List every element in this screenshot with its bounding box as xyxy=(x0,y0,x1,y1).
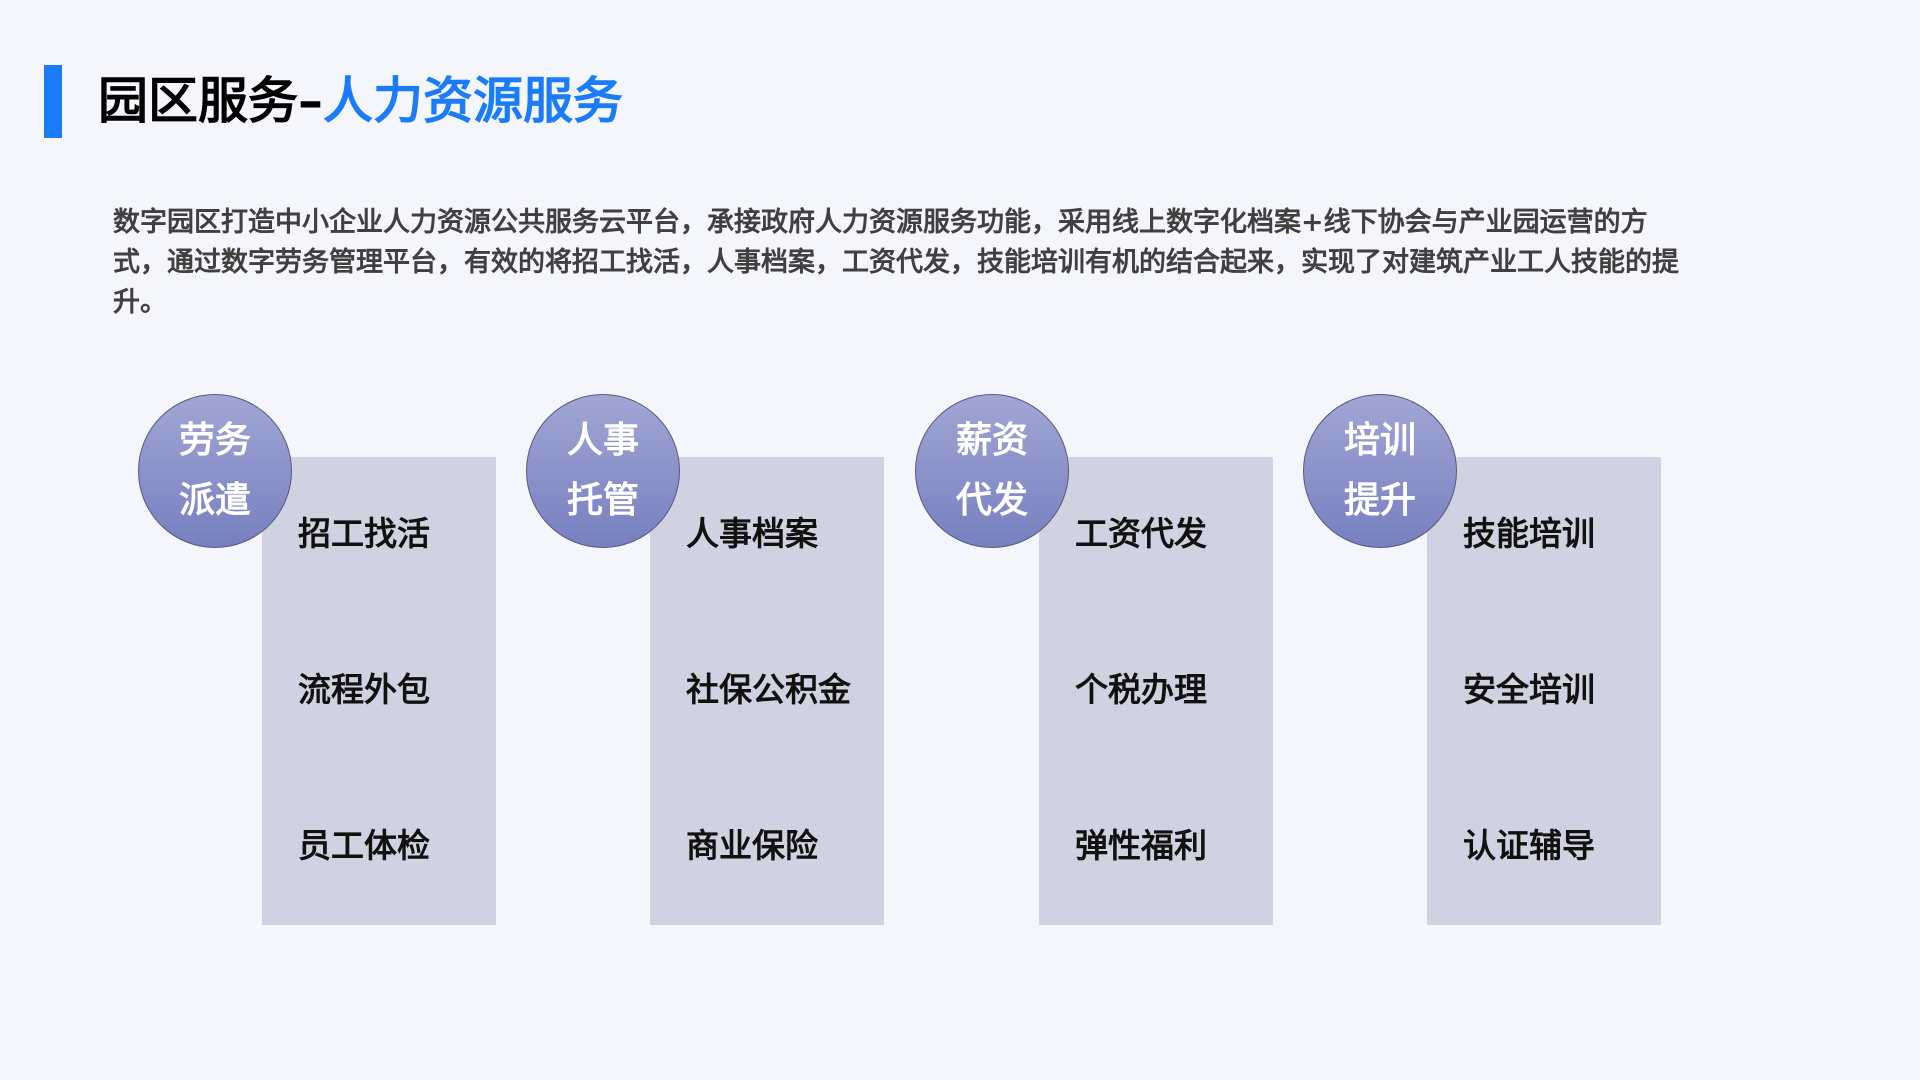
service-column-payroll: 工资代发 个税办理 弹性福利 薪资代发 xyxy=(915,394,1273,934)
intro-paragraph: 数字园区打造中小企业人力资源公共服务云平台，承接政府人力资源服务功能，采用线上数… xyxy=(113,207,1679,318)
service-item: 弹性福利 xyxy=(1075,826,1207,865)
circle-label: 派遣 xyxy=(178,480,251,521)
service-panel: 人事档案 社保公积金 商业保险 xyxy=(650,457,884,925)
service-item: 认证辅导 xyxy=(1463,826,1595,865)
service-column-training: 技能培训 安全培训 认证辅导 培训提升 xyxy=(1303,394,1661,934)
circle-label: 托管 xyxy=(566,480,639,521)
service-item: 流程外包 xyxy=(298,670,430,709)
service-item: 员工体检 xyxy=(298,826,430,865)
service-item: 个税办理 xyxy=(1075,670,1207,709)
circle-label: 人事 xyxy=(566,420,639,461)
title-accent-bar xyxy=(44,65,62,138)
title-highlight: 人力资源服务 xyxy=(323,72,623,130)
category-circle: 劳务派遣 xyxy=(138,394,292,548)
service-item: 工资代发 xyxy=(1075,514,1207,553)
category-circle: 人事托管 xyxy=(526,394,680,548)
service-item: 安全培训 xyxy=(1463,670,1595,709)
service-panel: 技能培训 安全培训 认证辅导 xyxy=(1427,457,1661,925)
title-prefix: 园区服务– xyxy=(98,72,323,130)
service-column-labor: 招工找活 流程外包 员工体检 劳务派遣 xyxy=(138,394,496,934)
category-circle: 培训提升 xyxy=(1303,394,1457,548)
service-item: 商业保险 xyxy=(686,826,818,865)
circle-label: 提升 xyxy=(1343,480,1416,521)
circle-label: 培训 xyxy=(1343,420,1416,461)
circle-label: 薪资 xyxy=(955,420,1028,461)
service-item: 社保公积金 xyxy=(686,670,851,709)
circle-label: 劳务 xyxy=(178,420,251,461)
page-title: 园区服务–人力资源服务 xyxy=(98,66,623,136)
service-item: 招工找活 xyxy=(298,514,430,553)
service-panel: 招工找活 流程外包 员工体检 xyxy=(262,457,496,925)
service-column-personnel: 人事档案 社保公积金 商业保险 人事托管 xyxy=(526,394,884,934)
circle-label: 代发 xyxy=(955,480,1028,521)
category-circle: 薪资代发 xyxy=(915,394,1069,548)
service-panel: 工资代发 个税办理 弹性福利 xyxy=(1039,457,1273,925)
service-item: 人事档案 xyxy=(686,514,818,553)
service-item: 技能培训 xyxy=(1463,514,1595,553)
